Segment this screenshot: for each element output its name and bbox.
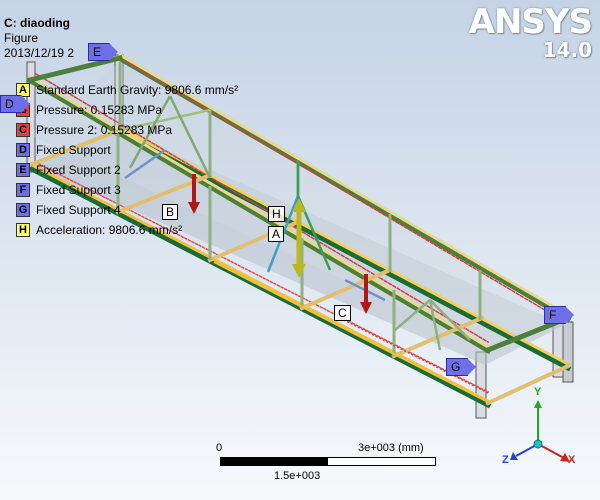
legend-item[interactable]: E Fixed Support 2 [16, 160, 238, 180]
legend-label: Pressure: 0.15283 MPa [36, 103, 163, 117]
date-label: 2013/12/19 2 [4, 46, 75, 60]
legend-item[interactable]: A Standard Earth Gravity: 9806.6 mm/s² [16, 80, 238, 100]
scale-ruler [220, 457, 436, 466]
legend-label: Fixed Support 3 [36, 183, 121, 197]
legend-item[interactable]: G Fixed Support 4 [16, 200, 238, 220]
load-tag-b[interactable]: B [162, 204, 179, 220]
legend-item[interactable]: C Pressure 2: 0.15283 MPa [16, 120, 238, 140]
scale-ruler-fill [221, 458, 328, 465]
scale-end: 3e+003 (mm) [358, 442, 424, 454]
legend-badge-f: F [16, 183, 30, 197]
coordinate-triad[interactable]: Y X Z [500, 386, 590, 470]
axis-z-label: Z [502, 454, 509, 466]
axis-x-label: X [568, 454, 576, 466]
pressure-arrows [188, 174, 372, 314]
triad-icon [510, 400, 570, 462]
scale-start: 0 [216, 442, 223, 454]
deck-edge [213, 261, 489, 403]
legend-item[interactable]: D Fixed Support [16, 140, 238, 160]
legend-badge-c: C [16, 123, 30, 137]
top-chords [25, 52, 573, 355]
support-tag-e[interactable]: E [88, 43, 118, 61]
legend-label: Fixed Support 2 [36, 163, 121, 177]
legend-label: Acceleration: 9806.6 mm/s² [36, 223, 183, 237]
boundary-legend: A Standard Earth Gravity: 9806.6 mm/s² B… [16, 80, 238, 240]
analysis-title: C: diaoding [4, 16, 70, 30]
logo-brand: ANSYS [468, 2, 593, 42]
figure-label: Figure [4, 31, 39, 45]
axis-y-label: Y [534, 386, 542, 398]
legend-badge-d: D [16, 143, 30, 157]
bottom-chords [26, 125, 572, 409]
load-tag-c[interactable]: C [334, 305, 351, 321]
support-tag-d[interactable]: D [0, 95, 30, 113]
acceleration-arrow [292, 198, 306, 278]
legend-label: Pressure 2: 0.15283 MPa [36, 123, 173, 137]
support-tag-f[interactable]: F [544, 306, 574, 324]
legend-item[interactable]: B Pressure: 0.15283 MPa [16, 100, 238, 120]
load-tag-h[interactable]: H [268, 206, 285, 222]
ansys-logo: ANSYS 14.0 [468, 2, 593, 62]
legend-badge-g: G [16, 203, 30, 217]
legend-label: Fixed Support 4 [36, 203, 121, 217]
legend-badge-h: H [16, 223, 30, 237]
legend-label: Standard Earth Gravity: 9806.6 mm/s² [36, 83, 239, 97]
diagonals [119, 95, 471, 351]
legend-label: Fixed Support [36, 143, 111, 157]
logo-version: 14.0 [542, 38, 592, 62]
title-block: C: diaoding Figure 2013/12/19 2 [4, 16, 74, 61]
support-tag-g[interactable]: G [446, 358, 476, 376]
legend-badge-e: E [16, 163, 30, 177]
scale-mid: 1.5e+003 [274, 470, 321, 482]
legend-item[interactable]: F Fixed Support 3 [16, 180, 238, 200]
load-tag-a[interactable]: A [268, 226, 285, 242]
legend-item[interactable]: H Acceleration: 9806.6 mm/s² [16, 220, 238, 240]
